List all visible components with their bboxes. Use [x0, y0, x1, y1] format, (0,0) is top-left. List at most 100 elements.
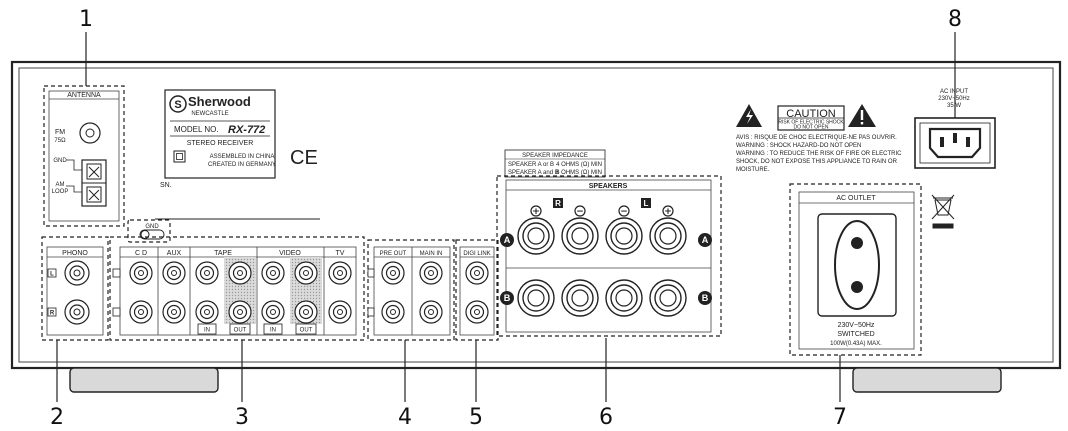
brand-name: Sherwood	[188, 94, 251, 109]
phono-l-jack[interactable]	[64, 260, 90, 286]
phono-r-label: R	[50, 311, 55, 317]
cd-label: C D	[135, 250, 147, 257]
inputs-section: C D AUX TAPE VIDEO TV IN OUT IN OUT	[109, 236, 365, 341]
speaker-b-post-3[interactable]	[649, 279, 687, 317]
callout-6: 6	[599, 405, 613, 430]
input-jack-l-2[interactable]	[195, 261, 219, 285]
preout-jack-r-0[interactable]	[381, 300, 405, 324]
model-number: RX-772	[228, 124, 265, 136]
am-label: AM	[56, 182, 65, 188]
caution-sub1: RISK OF ELECTRIC SHOCK	[778, 120, 844, 126]
speaker-a-post-1[interactable]	[561, 217, 599, 255]
tv-label: TV	[336, 250, 345, 257]
speaker-a-badge-left: A	[500, 233, 514, 247]
input-jack-r-0[interactable]	[129, 300, 153, 324]
svg-text:R: R	[555, 199, 561, 208]
svg-text:+: +	[664, 207, 672, 217]
model-label: S Sherwood NEWCASTLE MODEL NO. RX-772 ST…	[164, 89, 276, 179]
ac-outlet-title: AC OUTLET	[836, 195, 876, 202]
phono-r-jack[interactable]	[64, 299, 90, 325]
input-jack-l-4[interactable]	[261, 261, 285, 285]
input-jack-r-5[interactable]	[294, 300, 318, 324]
digilink-section: DIGI LINK	[455, 239, 499, 341]
callout-2: 2	[50, 405, 64, 430]
svg-text:A: A	[702, 235, 709, 245]
main-in-label: MAIN IN	[420, 251, 443, 257]
tape-label: TAPE	[214, 250, 232, 257]
speaker-plus-icon-r: +	[530, 205, 542, 217]
fm-ohm-label: 75Ω	[54, 138, 66, 144]
tape-out-label: OUT	[234, 328, 247, 334]
digi-jack-2[interactable]	[465, 300, 489, 324]
loop-label: LOOP	[52, 189, 69, 195]
created-text: CREATED IN GERMANY	[208, 162, 276, 168]
input-jack-r-3[interactable]	[228, 300, 252, 324]
input-jack-l-3[interactable]	[228, 261, 252, 285]
speaker-r-badge: R	[553, 198, 563, 208]
preout-jack-l-1[interactable]	[419, 261, 443, 285]
square-symbol-icon	[173, 150, 186, 163]
speaker-l-badge: L	[641, 198, 651, 208]
digi-link-label: DIGI LINK	[463, 251, 490, 257]
preout-jack-l-0[interactable]	[381, 261, 405, 285]
input-jack-l-1[interactable]	[162, 261, 186, 285]
pre-out-label: PRE OUT	[380, 251, 407, 257]
ac-outlet-line1: 230V~50Hz	[838, 322, 875, 329]
assembled-text: ASSEMBLED IN CHINA	[210, 154, 275, 160]
video-in-label: IN	[270, 328, 276, 334]
weee-bin-icon	[931, 194, 955, 229]
caution-line5: MOISTURE.	[736, 167, 770, 173]
antenna-section: ANTENNA FM 75Ω GND AM LOOP	[43, 85, 125, 227]
preout-section: PRE OUT MAIN IN	[367, 239, 455, 341]
speaker-b-badge-right: B	[698, 291, 712, 305]
input-jack-r-4[interactable]	[261, 300, 285, 324]
right-foot	[852, 367, 1002, 393]
phono-title: PHONO	[62, 250, 88, 257]
chassis-inner	[18, 67, 1054, 363]
caution-line3: WARNING : TO REDUCE THE RISK OF FIRE OR …	[736, 151, 902, 157]
speaker-a-post-3[interactable]	[649, 217, 687, 255]
speaker-b-post-1[interactable]	[561, 279, 599, 317]
speaker-a-post-0[interactable]	[517, 217, 555, 255]
speaker-minus-icon-l: −	[618, 205, 630, 217]
ac-outlet-line2: SWITCHED	[837, 331, 874, 338]
callout-5: 5	[469, 405, 483, 430]
left-foot	[69, 367, 219, 393]
ac-inlet[interactable]	[914, 117, 996, 169]
svg-text:B: B	[702, 293, 709, 303]
input-jack-r-1[interactable]	[162, 300, 186, 324]
digi-jack-1[interactable]	[465, 261, 489, 285]
svg-text:B: B	[504, 293, 511, 303]
gnd-label: GND	[53, 158, 67, 164]
ac-input-line3: 35 W	[947, 103, 961, 109]
preout-jack-r-1[interactable]	[419, 300, 443, 324]
speaker-b-post-0[interactable]	[517, 279, 555, 317]
speaker-b-post-2[interactable]	[605, 279, 643, 317]
callout-7: 7	[833, 405, 847, 430]
caution-line2: WARNING : SHOCK HAZARD-DO NOT OPEN	[736, 143, 861, 149]
svg-text:−: −	[620, 207, 628, 217]
callout-4: 4	[398, 405, 412, 430]
speaker-a-post-2[interactable]	[605, 217, 643, 255]
leader-lines	[56, 32, 956, 402]
ce-mark: CE	[290, 147, 318, 169]
model-type: STEREO RECEIVER	[187, 140, 254, 147]
caution-sub2: DO NOT OPEN	[794, 125, 829, 131]
impedance-row2-right: 8 OHMS (Ω) MIN	[556, 170, 602, 176]
input-jack-l-5[interactable]	[294, 261, 318, 285]
phono-l-label: L	[50, 272, 54, 278]
input-jack-r-6[interactable]	[328, 300, 352, 324]
svg-text:A: A	[504, 235, 511, 245]
caution-line1: AVIS : RISQUE DE CHOC ELECTRIQUE-NE PAS …	[736, 135, 897, 141]
input-jack-l-0[interactable]	[129, 261, 153, 285]
callout-1: 1	[79, 7, 93, 32]
speaker-plus-icon-l: +	[662, 205, 674, 217]
ac-outlet-socket[interactable]	[817, 213, 897, 317]
input-jack-l-6[interactable]	[328, 261, 352, 285]
impedance-title: SPEAKER IMPEDANCE	[522, 153, 588, 159]
input-jack-r-2[interactable]	[195, 300, 219, 324]
speaker-b-badge-left: B	[500, 291, 514, 305]
ac-input-line2: 230V~50Hz	[938, 96, 970, 102]
gnd-terminal-label: GND	[145, 224, 159, 230]
